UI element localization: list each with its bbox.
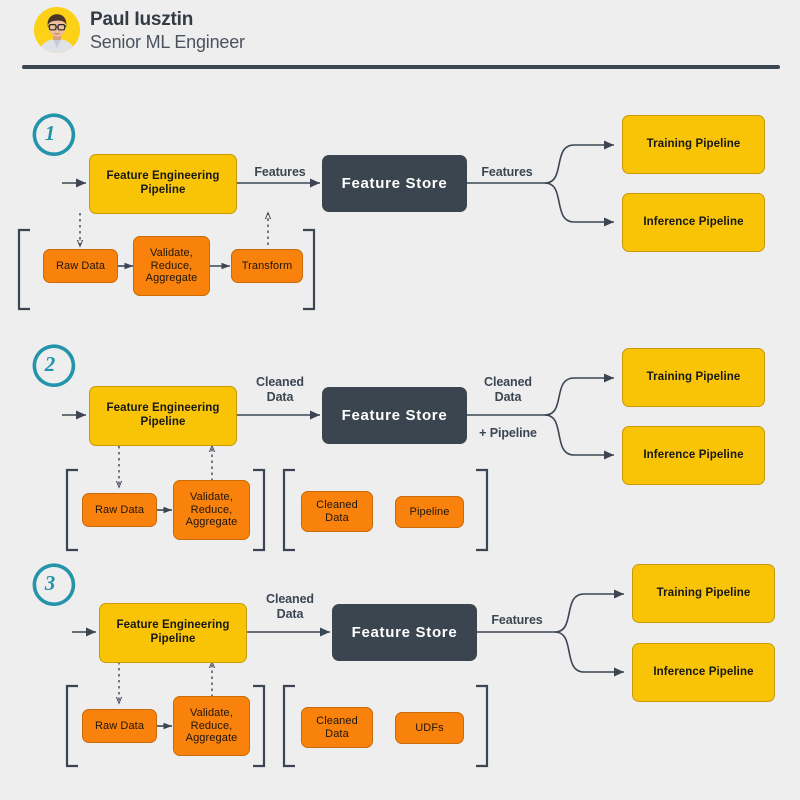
step-badge-1-number: 1	[44, 121, 56, 145]
node-label: Validate, Reduce, Aggregate	[145, 246, 198, 285]
transform-1[interactable]: Transform	[231, 249, 303, 283]
feature-store-2[interactable]: Feature Store	[322, 387, 467, 444]
inference-pipeline-1[interactable]: Inference Pipeline	[622, 193, 765, 252]
step-badge-3-number: 3	[44, 571, 56, 595]
user-avatar-photo-icon	[34, 7, 80, 53]
training-pipeline-3[interactable]: Training Pipeline	[632, 564, 775, 623]
edge-label-cleaned-data-out-2: Cleaned Data	[484, 375, 532, 404]
feature-engineering-pipeline-2[interactable]: Feature Engineering Pipeline	[89, 386, 237, 446]
node-label: Feature Store	[341, 174, 448, 192]
node-label: Inference Pipeline	[643, 448, 744, 461]
training-pipeline-1[interactable]: Training Pipeline	[622, 115, 765, 174]
raw-data-1[interactable]: Raw Data	[43, 249, 118, 283]
node-label: Training Pipeline	[656, 586, 751, 599]
feature-store-3[interactable]: Feature Store	[332, 604, 477, 661]
edge-label-features-in-1: Features	[254, 165, 306, 179]
header: Paul Iusztin Senior ML Engineer	[0, 0, 800, 72]
node-label: Training Pipeline	[646, 370, 741, 383]
inference-pipeline-2[interactable]: Inference Pipeline	[622, 426, 765, 485]
validate-reduce-aggregate-3[interactable]: Validate, Reduce, Aggregate	[173, 696, 250, 756]
training-pipeline-2[interactable]: Training Pipeline	[622, 348, 765, 407]
node-label: Raw Data	[55, 259, 106, 272]
step-badge-2-number: 2	[44, 352, 56, 376]
udfs-3[interactable]: UDFs	[395, 712, 464, 744]
edge-label-features-out-3: Features	[491, 613, 543, 627]
cleaned-data-2[interactable]: Cleaned Data	[301, 491, 373, 532]
step-badge-2: 2	[28, 343, 72, 387]
node-label: Validate, Reduce, Aggregate	[185, 706, 238, 745]
inference-pipeline-3[interactable]: Inference Pipeline	[632, 643, 775, 702]
step-badge-1: 1	[28, 112, 72, 156]
node-label: Feature Store	[341, 406, 448, 424]
edge-label-cleaned-data-in-3: Cleaned Data	[266, 592, 314, 621]
step-badge-3: 3	[28, 562, 72, 606]
validate-reduce-aggregate-1[interactable]: Validate, Reduce, Aggregate	[133, 236, 210, 296]
cleaned-data-3[interactable]: Cleaned Data	[301, 707, 373, 748]
node-label: Cleaned Data	[316, 498, 358, 524]
header-divider	[22, 65, 780, 69]
edge-label-cleaned-data-in-2: Cleaned Data	[256, 375, 304, 404]
node-label: Feature Engineering Pipeline	[106, 402, 220, 428]
node-label: Inference Pipeline	[643, 215, 744, 228]
pipeline-2[interactable]: Pipeline	[395, 496, 464, 528]
node-label: Feature Store	[351, 623, 458, 641]
node-label: UDFs	[415, 721, 444, 734]
node-label: Feature Engineering Pipeline	[106, 170, 220, 196]
node-label: Transform	[241, 259, 293, 272]
edge-label-plus-pipeline-2: + Pipeline	[479, 426, 537, 440]
feature-engineering-pipeline-1[interactable]: Feature Engineering Pipeline	[89, 154, 237, 214]
edge-label-features-out-1: Features	[481, 165, 533, 179]
node-label: Training Pipeline	[646, 137, 741, 150]
node-label: Feature Engineering Pipeline	[116, 619, 230, 645]
node-label: Raw Data	[94, 503, 145, 516]
header-role: Senior ML Engineer	[90, 32, 245, 52]
raw-data-3[interactable]: Raw Data	[82, 709, 157, 743]
raw-data-2[interactable]: Raw Data	[82, 493, 157, 527]
node-label: Inference Pipeline	[653, 665, 754, 678]
node-label: Cleaned Data	[316, 714, 358, 740]
node-label: Validate, Reduce, Aggregate	[185, 490, 238, 529]
feature-store-1[interactable]: Feature Store	[322, 155, 467, 212]
node-label: Raw Data	[94, 719, 145, 732]
feature-engineering-pipeline-3[interactable]: Feature Engineering Pipeline	[99, 603, 247, 663]
avatar	[34, 7, 80, 53]
validate-reduce-aggregate-2[interactable]: Validate, Reduce, Aggregate	[173, 480, 250, 540]
node-label: Pipeline	[409, 505, 450, 518]
header-name: Paul Iusztin	[90, 9, 194, 30]
